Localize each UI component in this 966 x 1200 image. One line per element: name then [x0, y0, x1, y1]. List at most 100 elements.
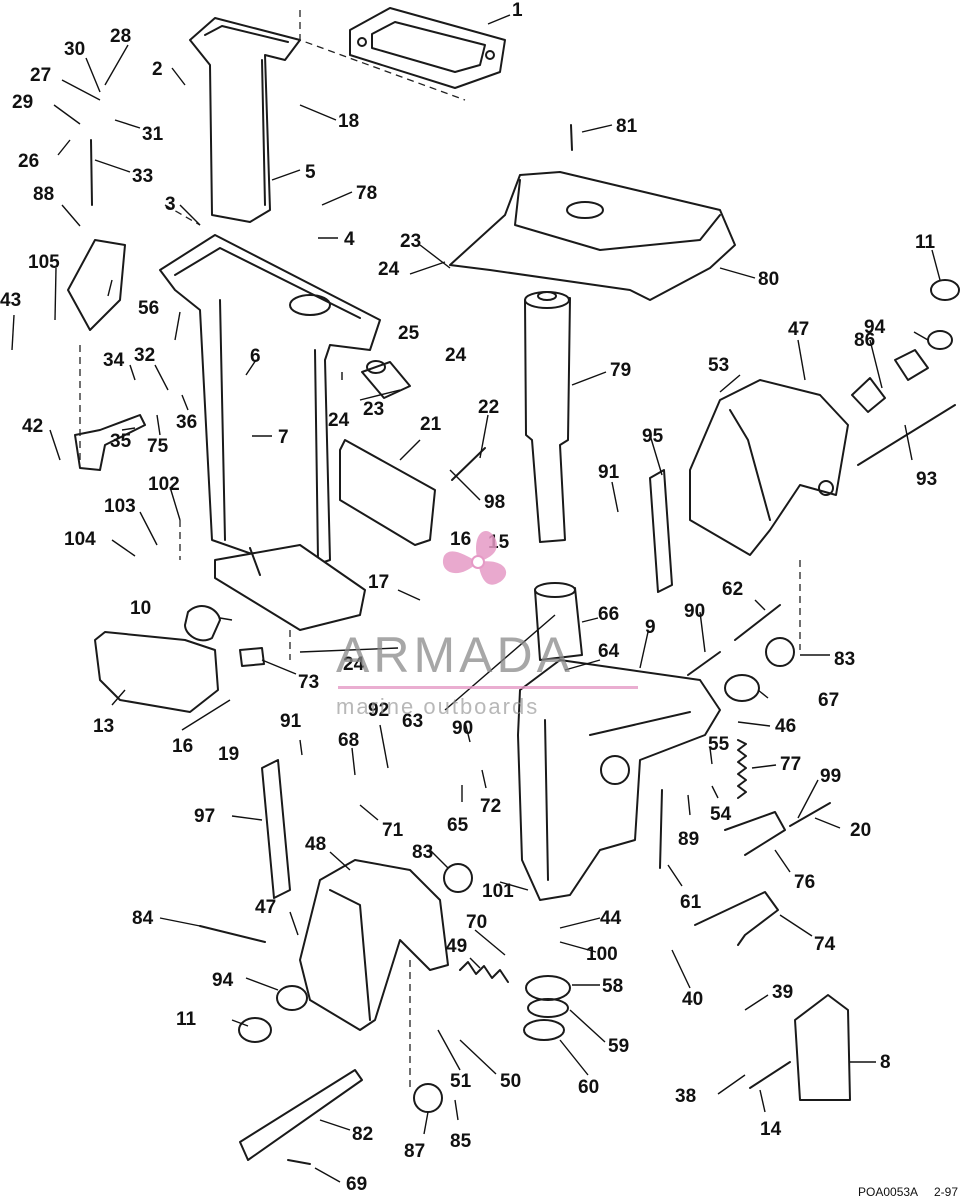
part-69	[287, 1159, 311, 1165]
part-90	[687, 651, 721, 676]
callout-58: 58	[602, 976, 623, 997]
part-77	[737, 739, 747, 799]
part-11-left	[238, 1017, 272, 1043]
callout-76: 76	[794, 872, 815, 893]
callout-1: 1	[512, 0, 523, 21]
callout-24-top: 24	[378, 259, 400, 280]
callout-labels: 1 2 3 4 5 6 7 8 9 10 11 11 13 14 15 16 1…	[0, 0, 937, 1195]
callout-42: 42	[22, 416, 43, 437]
callout-2: 2	[152, 59, 163, 80]
callout-60: 60	[578, 1077, 599, 1098]
brand-tagline: marine outboards	[336, 694, 539, 719]
reference-code: POA0053A	[858, 1185, 918, 1199]
callout-47-left: 47	[255, 897, 276, 918]
callout-61: 61	[680, 892, 702, 913]
part-swivel-bracket	[517, 659, 721, 901]
part-88	[67, 239, 126, 331]
callout-66: 66	[598, 604, 619, 625]
part-82	[239, 1069, 363, 1161]
callout-80: 80	[758, 269, 779, 290]
callout-16-top: 16	[450, 529, 471, 550]
callout-46: 46	[775, 716, 796, 737]
callout-36: 36	[176, 412, 197, 433]
callout-100: 100	[586, 944, 618, 965]
callout-33: 33	[132, 166, 153, 187]
part-86	[851, 377, 886, 413]
part-clamp-bracket-left	[299, 859, 449, 1031]
callout-49: 49	[446, 936, 467, 957]
callout-102: 102	[148, 474, 180, 495]
callout-6: 6	[250, 346, 261, 367]
callout-73: 73	[298, 672, 319, 693]
part-83-right	[765, 637, 795, 667]
callout-24-low: 24	[343, 654, 365, 675]
callout-38: 38	[675, 1086, 696, 1107]
part-60	[523, 1019, 565, 1041]
part-66-top	[534, 582, 576, 598]
callout-72: 72	[480, 796, 501, 817]
alignment-lines	[79, 10, 801, 1090]
callout-71: 71	[382, 820, 404, 841]
callout-17: 17	[368, 572, 389, 593]
callout-8: 8	[880, 1052, 891, 1073]
callout-34: 34	[103, 350, 125, 371]
callout-16-bottom: 16	[172, 736, 193, 757]
part-22	[451, 447, 486, 481]
callout-18: 18	[338, 111, 359, 132]
callout-103: 103	[104, 496, 136, 517]
callout-97: 97	[194, 806, 215, 827]
callout-83-left: 83	[412, 842, 433, 863]
callout-14: 14	[760, 1119, 782, 1140]
callout-29: 29	[12, 92, 33, 113]
callout-23-top: 23	[400, 231, 421, 252]
part-20	[789, 802, 831, 827]
callout-9: 9	[645, 617, 656, 638]
part-exhaust-cover	[94, 631, 219, 713]
callout-88: 88	[33, 184, 54, 205]
part-58	[525, 975, 571, 1001]
callout-91-left: 91	[280, 711, 302, 732]
part-clamp-bracket-right	[689, 379, 849, 556]
part-86b	[894, 349, 929, 381]
callout-7: 7	[278, 427, 289, 448]
callout-83-right: 83	[834, 649, 855, 670]
part-95	[649, 469, 673, 593]
callout-93: 93	[916, 469, 937, 490]
callout-85: 85	[450, 1131, 472, 1152]
callout-55: 55	[708, 734, 730, 755]
callout-5: 5	[305, 162, 316, 183]
callout-4: 4	[344, 229, 355, 250]
callout-94-right: 94	[864, 317, 886, 338]
callout-86: 86	[854, 330, 875, 351]
part-exhaust-housing	[189, 17, 301, 223]
callout-11-right: 11	[915, 232, 936, 253]
callout-32: 32	[134, 345, 155, 366]
callout-23-mid: 23	[363, 399, 384, 420]
callout-47-right: 47	[788, 319, 809, 340]
part-33	[90, 139, 93, 206]
callout-94-left: 94	[212, 970, 234, 991]
callout-20: 20	[850, 820, 871, 841]
callout-13: 13	[93, 716, 114, 737]
part-87	[413, 1083, 443, 1113]
callout-70: 70	[466, 912, 487, 933]
part-10	[184, 605, 221, 642]
brand-name: ARMADA	[336, 627, 574, 683]
callout-92: 92	[368, 700, 389, 721]
callout-90-left: 90	[452, 718, 473, 739]
callout-64: 64	[598, 641, 620, 662]
part-83-left	[443, 863, 473, 893]
callout-39: 39	[772, 982, 793, 1003]
callout-104: 104	[64, 529, 96, 550]
callout-10: 10	[130, 598, 151, 619]
part-swivel-top	[449, 171, 736, 301]
part-49	[459, 961, 509, 983]
reference-date: 2-97	[934, 1185, 958, 1199]
callout-87: 87	[404, 1141, 425, 1162]
callout-25: 25	[398, 323, 420, 344]
callout-69: 69	[346, 1174, 367, 1195]
callout-43: 43	[0, 290, 21, 311]
part-94-right	[927, 330, 953, 350]
callout-84: 84	[132, 908, 154, 929]
